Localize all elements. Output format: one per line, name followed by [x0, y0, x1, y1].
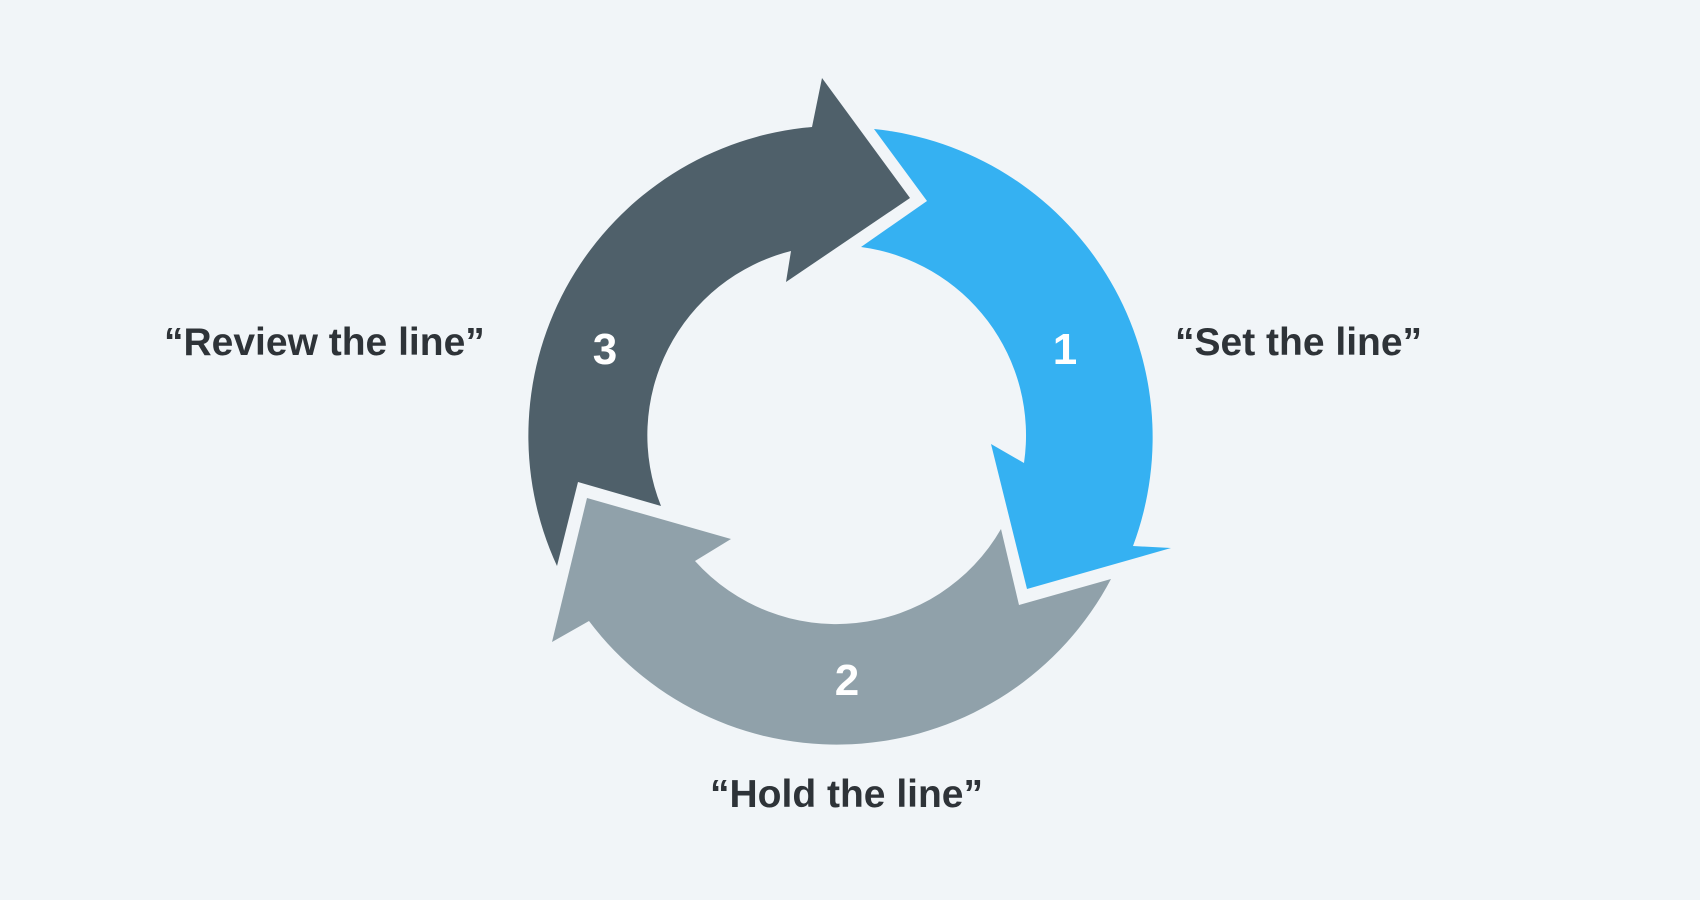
step-1-number: 1	[1053, 325, 1077, 374]
step-1-arrow	[861, 129, 1171, 589]
step-2-label: “Hold the line”	[710, 773, 983, 816]
step-3-arrow	[528, 78, 910, 566]
step-1-label: “Set the line”	[1175, 321, 1423, 364]
step-3-number: 3	[593, 325, 617, 374]
step-2-arrow	[552, 498, 1111, 745]
step-2-number: 2	[835, 656, 859, 705]
step-3-label: “Review the line”	[164, 321, 485, 364]
